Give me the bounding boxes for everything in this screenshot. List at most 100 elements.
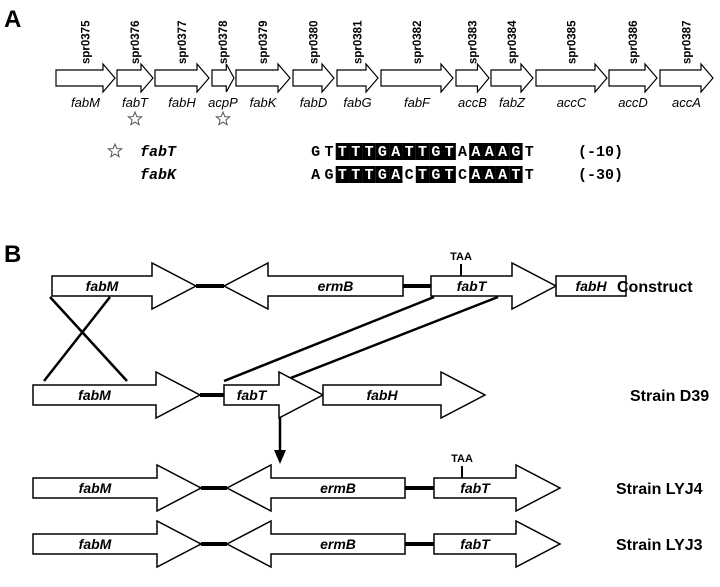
gene-arrow [154, 62, 210, 94]
highlight-box [335, 143, 350, 160]
gene-locus-id: spr0384 [507, 20, 519, 64]
gene-arrow [659, 62, 714, 94]
star-icon [106, 142, 124, 158]
row-label: Strain LYJ3 [616, 537, 703, 554]
gene-name: fabD [300, 95, 327, 110]
star-icon [126, 110, 144, 126]
crossover-line [282, 295, 499, 383]
gene-name: accB [458, 95, 487, 110]
highlight-box [375, 143, 390, 160]
gene-arrow [55, 62, 116, 94]
gene-name: fabF [404, 95, 431, 110]
nucleotide: T [525, 167, 534, 184]
gene-label: fabT [457, 278, 488, 294]
nucleotide: A [498, 167, 507, 184]
gene-operon-row: spr0375fabMspr0376fabTspr0377fabHspr0378… [55, 20, 714, 126]
gene-arrow [455, 62, 490, 94]
crossover-line [43, 296, 111, 382]
nucleotide: A [311, 167, 320, 184]
gene-locus-id: spr0376 [130, 21, 142, 64]
gene-locus-id: spr0375 [81, 20, 93, 64]
highlight-box [389, 166, 403, 183]
gene-arrow-fabH [322, 370, 487, 420]
stop-codon-label: TAA [451, 453, 473, 465]
gene-arrow [535, 62, 608, 94]
row-label: Construct [617, 279, 693, 296]
highlight-box [429, 143, 443, 160]
nucleotide: T [365, 144, 374, 161]
panel-a-label: A [4, 6, 21, 33]
alignment-position: (-10) [578, 144, 623, 161]
gene-arrow [211, 63, 235, 93]
gene-arrow-fabT [433, 463, 562, 513]
gene-fabZ: spr0384 fabZ [490, 20, 534, 110]
nucleotide: G [511, 144, 520, 161]
gene-arrow-fabM [32, 519, 203, 569]
gene-arrow [235, 62, 291, 94]
nucleotide: A [391, 144, 400, 161]
gene-label: fabT [460, 536, 491, 552]
nucleotide: T [325, 144, 334, 161]
gene-label: fabM [79, 480, 112, 496]
gene-arrow-fabT [433, 519, 562, 569]
highlight-box [509, 143, 523, 160]
nucleotide: T [338, 144, 347, 161]
gene-locus-id: spr0377 [177, 21, 189, 64]
nucleotide: T [351, 144, 360, 161]
highlight-box [442, 143, 456, 160]
highlight-box [482, 143, 496, 160]
star-icon [214, 110, 232, 126]
highlight-box [442, 166, 456, 183]
gene-name: accD [618, 95, 648, 110]
nucleotide: T [445, 167, 454, 184]
gene-arrow-ermB [225, 463, 406, 513]
nucleotide: T [418, 167, 427, 184]
gene-name: fabZ [499, 95, 526, 110]
nucleotide: A [498, 144, 507, 161]
highlight-box [349, 143, 363, 160]
nucleotide: T [418, 144, 427, 161]
crossover-lines [43, 295, 499, 383]
gene-arrow [292, 62, 335, 94]
gene-name: fabK [250, 95, 278, 110]
gene-accD: spr0386 accD [608, 21, 658, 110]
nucleotide: C [458, 167, 467, 184]
gene-arrow [336, 62, 379, 94]
gene-arrow-fabM [32, 463, 203, 513]
alignment-position: (-30) [578, 167, 623, 184]
nucleotide: T [338, 167, 347, 184]
gene-name: accC [557, 95, 587, 110]
gene-label: fabM [79, 536, 112, 552]
gene-locus-id: spr0386 [628, 21, 640, 64]
gene-name: fabT [122, 95, 149, 110]
alignment-gene-name: fabT [140, 144, 177, 161]
gene-locus-id: spr0385 [567, 20, 579, 64]
highlight-box [495, 143, 510, 160]
gene-name: accA [672, 95, 701, 110]
gene-label: fabT [237, 387, 268, 403]
gene-locus-id: spr0382 [412, 21, 424, 64]
highlight-box [375, 166, 390, 183]
highlight-box [469, 143, 483, 160]
gene-label: ermB [320, 480, 356, 496]
highlight-box [362, 166, 376, 183]
nucleotide: A [458, 144, 467, 161]
row-label: Strain LYJ4 [616, 481, 703, 498]
gene-arrow-fabT [430, 261, 558, 311]
nucleotide: G [431, 167, 440, 184]
highlight-box [495, 166, 510, 183]
highlight-box [509, 166, 523, 183]
gene-box-fabH [555, 275, 627, 297]
gene-arrow-ermB [225, 519, 406, 569]
gene-locus-id: spr0379 [258, 21, 270, 64]
highlight-box [429, 166, 443, 183]
gene-arrow [490, 62, 534, 94]
